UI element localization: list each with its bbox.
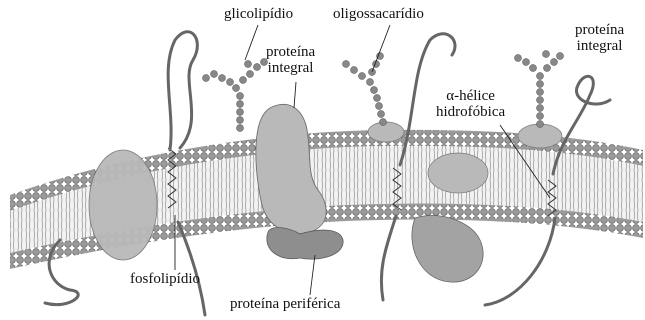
right-center-protein-lower [412, 215, 483, 282]
pointer-proteina-periferica [310, 255, 315, 295]
right-tail [485, 218, 555, 305]
right-center-protein-upper [428, 153, 488, 193]
glycolipid-chain [203, 59, 268, 132]
label-proteina-integral-direita: proteína integral [575, 22, 624, 54]
pointer-proteina-integral-central [294, 82, 296, 108]
label-proteina-integral-direita-line2: integral [575, 38, 624, 54]
label-fosfolipidio: fosfolipídio [130, 271, 200, 287]
label-proteina-integral-central-line1: proteína [266, 44, 315, 60]
label-alfa-helice-line2: hidrofóbica [436, 104, 505, 120]
label-proteina-periferica: proteína periférica [230, 296, 340, 312]
pointer-oligossacaridio [372, 25, 390, 72]
middle-tail [381, 216, 396, 300]
oligosaccharide-chain [343, 53, 387, 126]
label-oligossacaridio: oligossacarídio [333, 6, 424, 22]
label-proteina-integral-central: proteína integral [266, 44, 315, 76]
right-glycan-chain [515, 51, 564, 128]
small-top-protein [368, 122, 404, 142]
left-integral-protein [89, 150, 157, 260]
label-proteina-integral-central-line2: integral [266, 60, 315, 76]
label-alfa-helice-hidrofobica: α-hélice hidrofóbica [436, 88, 505, 120]
label-alfa-helice-line1: α-hélice [436, 88, 505, 104]
peripheral-protein [267, 228, 343, 260]
label-proteina-integral-direita-line1: proteína [575, 22, 624, 38]
left-chain [168, 32, 197, 150]
pointer-glicolipidio [245, 25, 258, 60]
label-glicolipidio: glicolipídio [224, 6, 293, 22]
